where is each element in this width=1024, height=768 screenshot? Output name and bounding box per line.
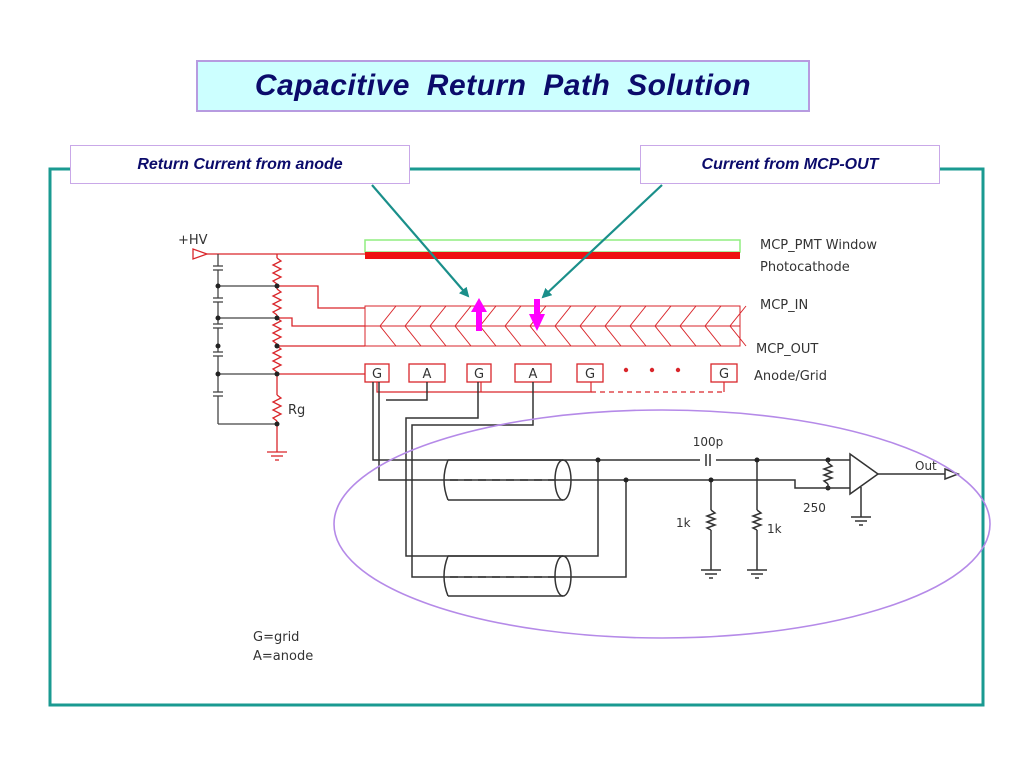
title-box: Capacitive Return Path Solution bbox=[196, 60, 810, 112]
ground-icons bbox=[701, 516, 871, 579]
hv-input-port-icon bbox=[192, 248, 209, 260]
pad-label: A bbox=[423, 367, 432, 382]
pad-label: G bbox=[372, 367, 382, 382]
resistor-right-label: 1k bbox=[767, 522, 782, 536]
mcp-plates bbox=[364, 305, 747, 347]
amplifier-icon bbox=[849, 452, 945, 517]
capacitor-label: 100p bbox=[693, 435, 724, 449]
mcp-chevron bbox=[679, 305, 697, 347]
callout-mcp-out-current-text: Current from MCP-OUT bbox=[701, 155, 879, 173]
mcp-chevron bbox=[729, 305, 747, 347]
coax-cable-1 bbox=[443, 459, 572, 501]
pad-labels: G A G A G G bbox=[372, 367, 729, 382]
resistor-1k-right-icon bbox=[750, 509, 764, 531]
mcp-chevron bbox=[629, 305, 647, 347]
readout-junctions bbox=[595, 457, 831, 491]
mcp-chevron bbox=[454, 305, 472, 347]
page-title: Capacitive Return Path Solution bbox=[254, 69, 752, 102]
callout-return-current: Return Current from anode bbox=[70, 145, 410, 184]
coax-cable-2 bbox=[443, 555, 572, 597]
pad-label: A bbox=[529, 367, 538, 382]
legend-anode: A=anode bbox=[253, 649, 313, 664]
junction-dots bbox=[215, 283, 280, 427]
frame-border bbox=[48, 167, 985, 707]
capacitor-chain bbox=[213, 254, 277, 425]
resistor-1k-left-icon bbox=[704, 509, 718, 531]
pad-label: G bbox=[474, 367, 484, 382]
anode-grid-label: Anode/Grid bbox=[754, 369, 827, 384]
anode-grid-pads bbox=[364, 363, 738, 383]
pad-label: G bbox=[585, 367, 595, 382]
pad-label: G bbox=[719, 367, 729, 382]
mcp-in-label: MCP_IN bbox=[760, 298, 808, 313]
output-port-icon bbox=[944, 467, 961, 481]
continuation-dots bbox=[623, 367, 681, 373]
photocathode bbox=[365, 252, 740, 259]
mcp-out-current-arrow-icon bbox=[529, 299, 545, 331]
photocathode-label: Photocathode bbox=[760, 260, 850, 275]
mcp-chevron bbox=[504, 305, 522, 347]
mcp-chevron bbox=[604, 305, 622, 347]
return-current-arrow-icon bbox=[471, 298, 487, 331]
legend-grid: G=grid bbox=[253, 630, 299, 645]
readout-highlight-ellipse bbox=[333, 409, 991, 639]
mcp-out-label: MCP_OUT bbox=[756, 342, 818, 357]
callout-left-pointer bbox=[371, 184, 470, 298]
mcp-chevron bbox=[529, 305, 547, 347]
hv-divider bbox=[192, 248, 365, 461]
rg-label: Rg bbox=[288, 403, 305, 418]
mcp-chevron bbox=[579, 305, 597, 347]
window-label: MCP_PMT Window bbox=[760, 238, 877, 253]
output-label: Out bbox=[915, 459, 937, 473]
callout-right-pointer bbox=[541, 184, 663, 299]
callout-return-current-text: Return Current from anode bbox=[137, 155, 343, 173]
mcp-chevron bbox=[379, 305, 397, 347]
resistor-term-label: 250 bbox=[803, 501, 826, 515]
mcp-chevron bbox=[404, 305, 422, 347]
mcp-chevron bbox=[554, 305, 572, 347]
grid-bus bbox=[376, 382, 725, 393]
resistor-left-label: 1k bbox=[676, 516, 691, 530]
hv-label: +HV bbox=[178, 233, 208, 248]
mcp-chevron bbox=[429, 305, 447, 347]
mcp-chevron bbox=[704, 305, 722, 347]
mcp-chevron bbox=[654, 305, 672, 347]
resistor-250-icon bbox=[820, 459, 850, 489]
capacitor-100p-icon bbox=[705, 454, 711, 466]
readout-wires bbox=[372, 382, 830, 578]
callout-mcp-out-current: Current from MCP-OUT bbox=[640, 145, 940, 184]
